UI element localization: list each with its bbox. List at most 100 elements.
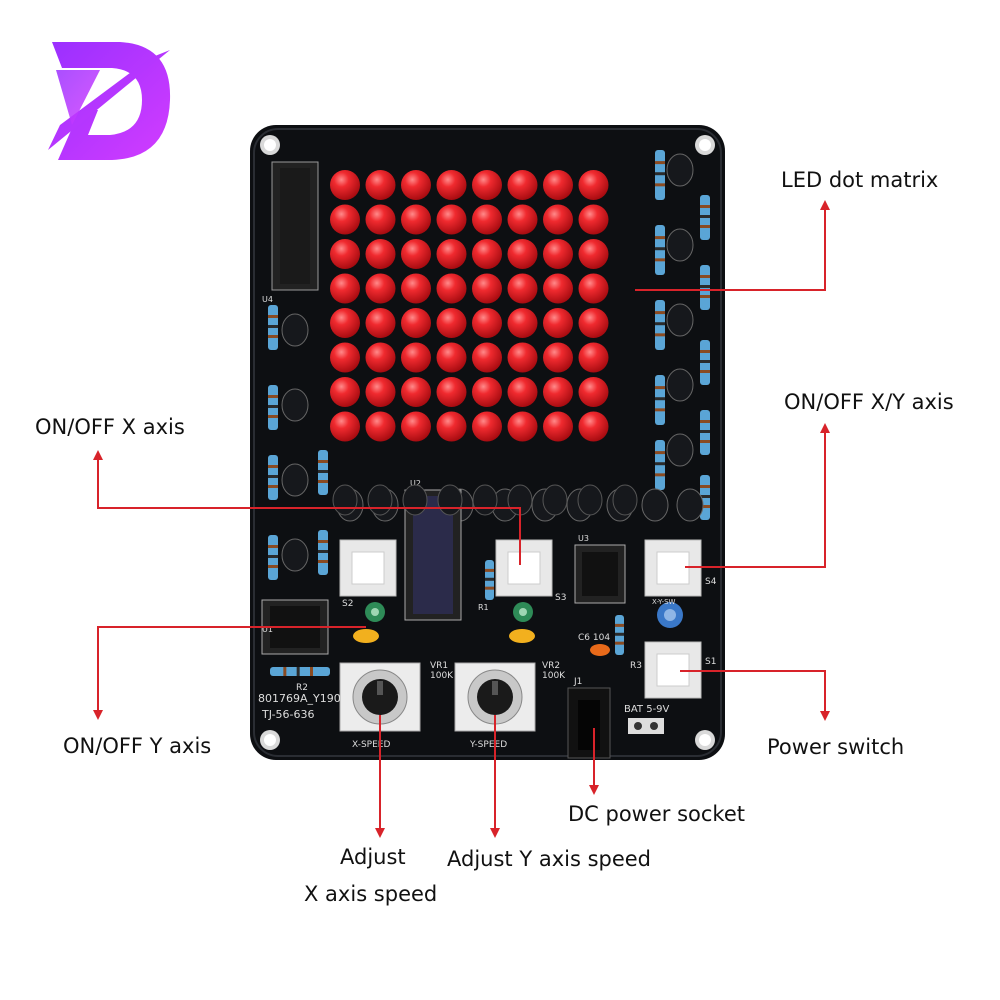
resistor-r2-band	[310, 667, 313, 676]
resistor-right-b-1-band	[700, 295, 710, 298]
resistor-right-b-4-band	[700, 485, 710, 488]
silk-j1: J1	[573, 677, 582, 687]
resistor-right-1-band	[655, 258, 665, 262]
transistor-17	[676, 488, 704, 522]
resistor-right-b-0-band	[700, 205, 710, 208]
led-0-1	[365, 170, 396, 200]
label-power-switch: Power switch	[767, 735, 905, 759]
led-1-6	[543, 204, 573, 235]
led-0-2	[401, 170, 431, 200]
resistor-r3-band	[615, 632, 624, 636]
led-7-2	[401, 411, 431, 442]
capacitor-c4	[509, 629, 535, 643]
transistor-4	[666, 433, 694, 467]
silk-s3: S3	[555, 593, 566, 603]
transistor-7	[281, 463, 309, 497]
transistor-2	[666, 303, 694, 337]
resistor-right-0-band	[655, 161, 665, 165]
led-0-0	[330, 170, 360, 200]
resistor-right-b-2-band	[700, 350, 710, 353]
silk-battery: BAT 5-9V	[624, 704, 670, 715]
mounting-hole-tr	[695, 135, 715, 155]
mounting-hole-tl	[260, 135, 280, 155]
silk-c6: C6 104	[578, 633, 610, 643]
led-3-2	[401, 273, 431, 304]
led-4-0	[330, 308, 360, 338]
led-5-5	[507, 342, 538, 373]
led-7-6	[543, 411, 573, 442]
led-7-0	[330, 411, 360, 442]
silk-y-speed: Y-SPEED	[469, 740, 507, 750]
led-5-2	[401, 342, 431, 373]
resistor-right-3-band	[655, 397, 665, 401]
led-6-5	[507, 377, 538, 407]
chip-u3	[574, 544, 626, 604]
resistor-right-b-2-band	[700, 370, 710, 373]
small-led-6	[542, 484, 568, 516]
silk-vr2: VR2	[542, 661, 560, 671]
silk-u2: U2	[410, 479, 421, 488]
switch-s2[interactable]	[339, 539, 397, 597]
led-3-3	[436, 273, 467, 304]
led-3-1	[365, 273, 396, 304]
battery-header	[628, 718, 664, 734]
led-1-4	[472, 204, 502, 235]
dc-power-socket[interactable]	[567, 687, 611, 759]
resistor-left-3-band	[268, 555, 278, 558]
led-dot-matrix	[330, 170, 638, 516]
resistor-left-b-1-band	[318, 560, 328, 563]
arrow-power-switch	[680, 670, 830, 721]
led-1-7	[578, 204, 609, 235]
led-5-0	[330, 342, 360, 373]
mounting-hole-br	[695, 730, 715, 750]
resistor-right-b-1-band	[700, 275, 710, 278]
resistor-right-2-band	[655, 311, 665, 315]
chip-u4	[271, 161, 319, 291]
small-led-7	[577, 484, 603, 516]
resistor-right-4-band	[655, 473, 665, 477]
led-6-6	[543, 377, 573, 407]
led-4-4	[472, 308, 502, 338]
resistor-r2-band	[283, 667, 287, 676]
resistor-right-3-band	[655, 386, 665, 390]
led-0-3	[436, 170, 467, 200]
switch-s3[interactable]	[495, 539, 553, 597]
led-6-2	[401, 377, 431, 407]
led-2-3	[436, 239, 467, 269]
label-adjust-x-line2: X axis speed	[304, 882, 438, 906]
small-led-1	[367, 484, 393, 516]
transistor-0	[666, 153, 694, 187]
led-7-3	[436, 411, 467, 442]
led-5-4	[472, 342, 502, 373]
resistor-r2	[270, 667, 330, 676]
silk-model: 801769A_Y190	[258, 692, 341, 705]
resistor-r2-band	[296, 667, 300, 676]
mounting-hole-bl	[260, 730, 280, 750]
silk-s4: S4	[705, 577, 717, 587]
transistor-8	[281, 538, 309, 572]
led-2-4	[472, 239, 502, 269]
silk-x-speed: X-SPEED	[352, 740, 390, 750]
silk-u3: U3	[578, 534, 589, 543]
resistor-right-b-2-band	[700, 360, 710, 363]
resistor-left-1-band	[268, 395, 278, 398]
led-5-6	[543, 342, 573, 373]
led-4-6	[543, 308, 573, 338]
led-3-0	[330, 273, 360, 304]
led-0-6	[543, 170, 573, 200]
capacitor-c6	[590, 644, 610, 656]
resistor-left-3-band	[268, 565, 278, 568]
label-adjust-x-line1: Adjust	[340, 845, 406, 869]
silk-u1: U1	[262, 625, 273, 634]
transistor-16	[641, 488, 669, 522]
silk-r2: R2	[296, 683, 308, 693]
small-led-3	[437, 484, 463, 516]
resistor-left-b-0-band	[318, 470, 328, 473]
resistor-left-3-band	[268, 545, 278, 548]
silk-code: TJ-56-636	[261, 708, 315, 721]
silk-vr1: VR1	[430, 661, 448, 671]
small-led-8	[612, 484, 638, 516]
silk-u4: U4	[262, 295, 273, 304]
led-1-3	[436, 204, 467, 235]
led-2-7	[578, 239, 609, 269]
